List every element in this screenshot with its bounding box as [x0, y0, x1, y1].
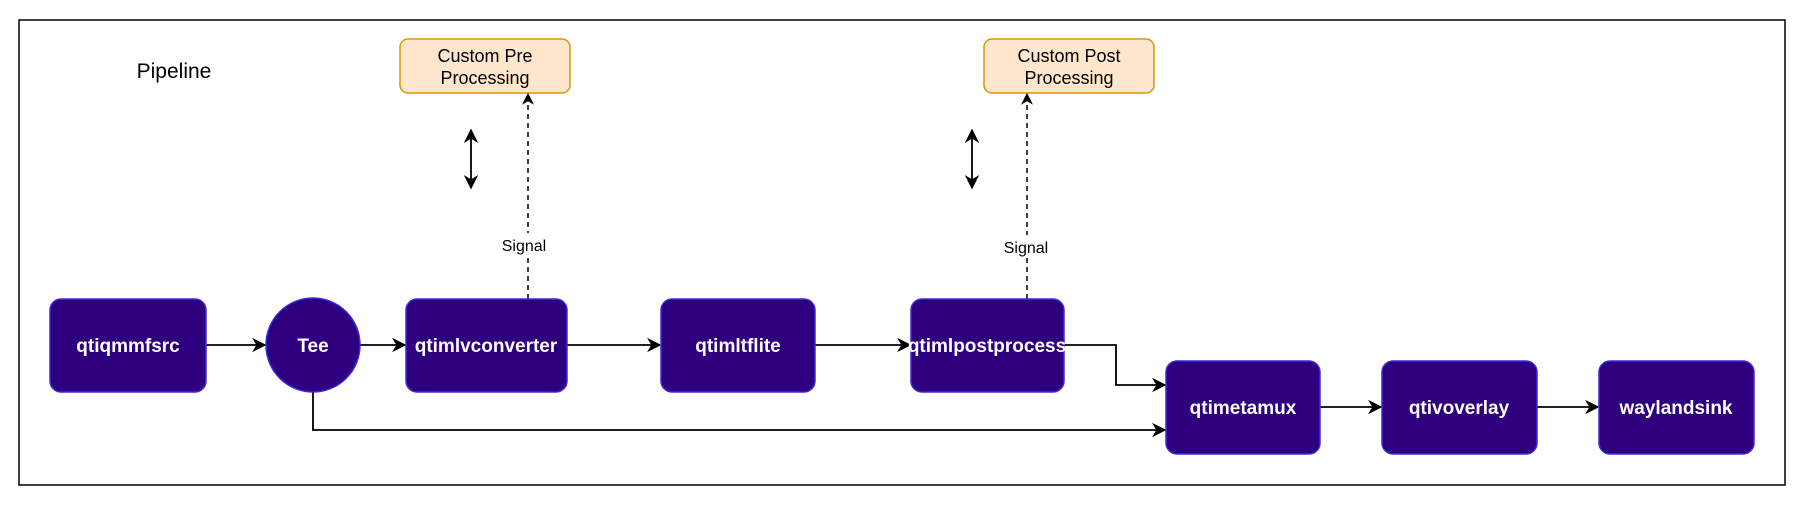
- node-qtimetamux: qtimetamux: [1165, 360, 1321, 455]
- pipeline-frame: [18, 19, 1786, 486]
- node-waylandsink-label: waylandsink: [1619, 398, 1733, 419]
- node-qtiqmmfsrc-label: qtiqmmfsrc: [76, 336, 180, 357]
- custom-pre-line1: Custom Pre: [437, 46, 532, 66]
- custom-post-line2: Processing: [1024, 68, 1113, 88]
- edge-postprocess-metamux: [1064, 344, 1167, 393]
- node-qtimltflite: qtimltflite: [660, 298, 816, 393]
- custom-pre-line2: Processing: [440, 68, 529, 88]
- pipeline-label: Pipeline: [137, 60, 212, 83]
- signal-label-pre: Signal: [502, 238, 546, 255]
- node-qtimltflite-label: qtimltflite: [695, 336, 781, 357]
- signal-label-post: Signal: [1004, 240, 1048, 257]
- custom-pre-processing-box: Custom Pre Processing: [399, 38, 571, 94]
- node-qtimlvconverter-label: qtimlvconverter: [415, 336, 558, 357]
- node-qtimlpostprocess-label: qtimlpostprocess: [908, 336, 1066, 357]
- node-tee-label: Tee: [297, 336, 328, 357]
- custom-post-line1: Custom Post: [1017, 46, 1120, 66]
- node-qtimlpostprocess: qtimlpostprocess: [908, 298, 1066, 393]
- node-qtivoverlay-label: qtivoverlay: [1409, 398, 1510, 419]
- custom-post-processing-box: Custom Post Processing: [983, 38, 1155, 94]
- node-qtiqmmfsrc: qtiqmmfsrc: [49, 298, 207, 393]
- edge-tee-metamux: [312, 392, 1167, 438]
- node-qtimetamux-label: qtimetamux: [1190, 398, 1297, 419]
- node-qtivoverlay: qtivoverlay: [1381, 360, 1538, 455]
- node-tee: Tee: [265, 297, 361, 393]
- node-qtimlvconverter: qtimlvconverter: [405, 298, 568, 393]
- node-waylandsink: waylandsink: [1598, 360, 1755, 455]
